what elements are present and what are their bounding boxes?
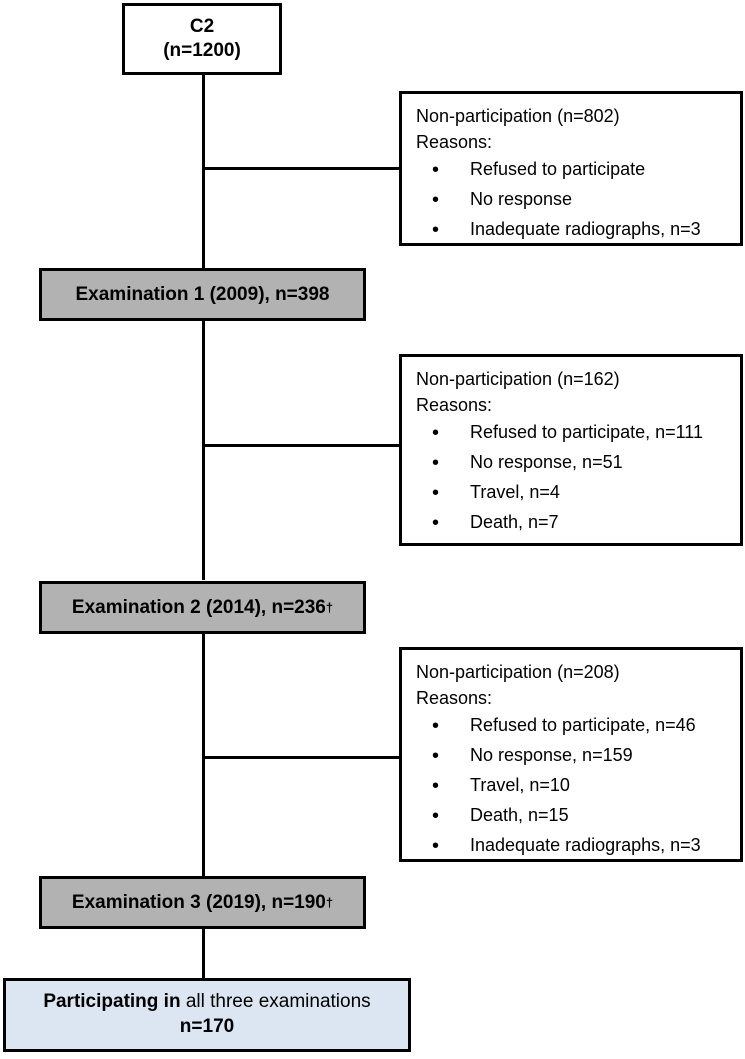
final-outcome-box: Participating in all three examinations … [3, 978, 411, 1052]
reasons-label-1: Reasons: [416, 132, 493, 153]
examination-box-3: Examination 3 (2019), n=190† [39, 876, 366, 929]
list-item: Inadequate radiographs, n=3 [416, 214, 740, 247]
connector-branch-3 [202, 756, 401, 759]
list-item: Refused to participate [416, 154, 740, 187]
connector-branch-2 [202, 444, 401, 447]
connector-trunk-bottom [202, 923, 205, 981]
final-outcome-line2: n=170 [179, 1016, 235, 1037]
examination-box-1: Examination 1 (2009), n=398 [39, 268, 366, 321]
connector-trunk-mid-1 [202, 320, 205, 580]
connector-trunk-mid-2 [202, 634, 205, 884]
list-item: No response, n=159 [416, 740, 740, 773]
list-item: No response, n=51 [416, 447, 740, 480]
list-item: Refused to participate, n=46 [416, 710, 740, 743]
nonparticipation-heading-1: Non-participation (n=802) [416, 106, 620, 126]
reasons-list-2: Refused to participate, n=111 No respons… [416, 417, 740, 540]
connector-branch-1 [202, 167, 401, 170]
final-outcome-line1: Participating in all three examinations [43, 990, 370, 1015]
reasons-label-3: Reasons: [416, 688, 493, 709]
final-outcome-bold: Participating in [43, 991, 181, 1013]
reasons-list-3: Refused to participate, n=46 No response… [416, 710, 740, 863]
cohort-box-line1: C2 [189, 15, 215, 37]
list-item: Death, n=7 [416, 507, 740, 540]
nonparticipation-box-3: Non-participation (n=208) Reasons: Refus… [399, 647, 743, 863]
nonparticipation-box-1: Non-participation (n=802) Reasons: Refus… [399, 91, 743, 247]
list-item: Death, n=15 [416, 800, 740, 833]
connector-trunk-top [202, 73, 205, 268]
final-outcome-rest: all three examinations [180, 991, 371, 1013]
cohort-box-line2: (n=1200) [163, 40, 241, 61]
list-item: Refused to participate, n=111 [416, 417, 740, 450]
nonparticipation-box-2: Non-participation (n=162) Reasons: Refus… [399, 354, 743, 546]
examination-label-3: Examination 3 (2019), n=190 [71, 891, 326, 913]
list-item: Travel, n=4 [416, 477, 740, 510]
list-item: Inadequate radiographs, n=3 [416, 830, 740, 863]
reasons-label-2: Reasons: [416, 395, 493, 416]
examination-box-2: Examination 2 (2014), n=236† [39, 581, 366, 634]
examination-label-2: Examination 2 (2014), n=236 [71, 596, 326, 618]
reasons-list-1: Refused to participate No response Inade… [416, 154, 740, 247]
list-item: Travel, n=10 [416, 770, 740, 803]
examination-label-1: Examination 1 (2009), n=398 [75, 283, 330, 305]
nonparticipation-heading-3: Non-participation (n=208) [416, 662, 620, 682]
list-item: No response [416, 184, 740, 217]
nonparticipation-heading-2: Non-participation (n=162) [416, 369, 620, 389]
cohort-box-c2: C2 (n=1200) [122, 3, 282, 75]
